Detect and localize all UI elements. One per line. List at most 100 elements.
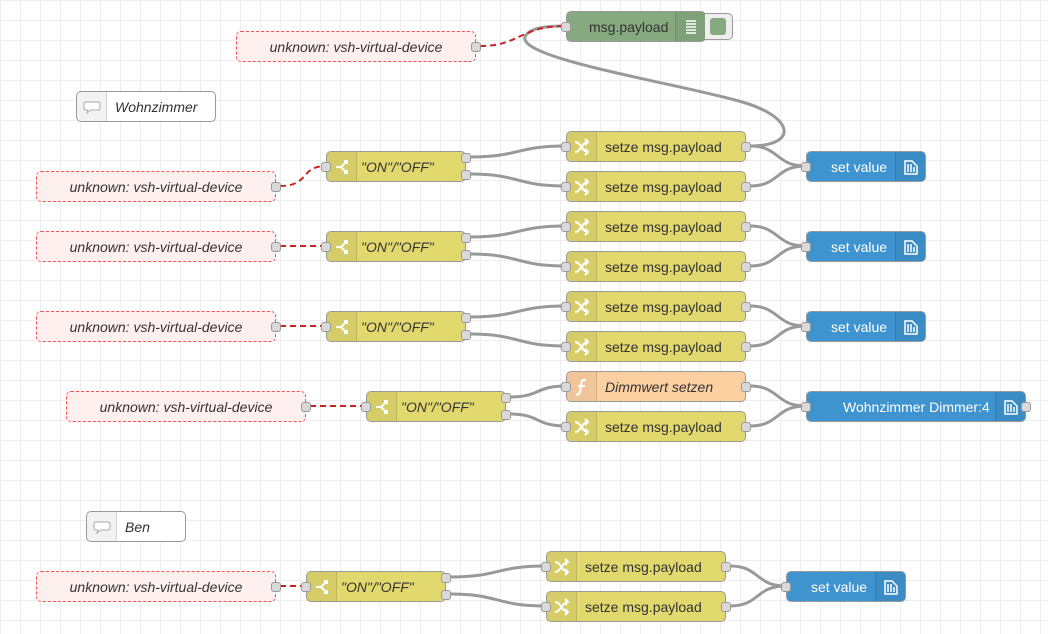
wire: [509, 412, 567, 428]
output-port[interactable]: [1021, 402, 1031, 412]
change-node[interactable]: setze msg.payload: [541, 551, 731, 582]
output-port[interactable]: [741, 422, 751, 432]
shuffle-icon: [567, 332, 597, 361]
output-port[interactable]: [741, 342, 751, 352]
switch-icon: [367, 392, 397, 421]
input-port[interactable]: [801, 242, 811, 252]
input-port[interactable]: [561, 142, 571, 152]
input-port[interactable]: [801, 402, 811, 412]
output-port[interactable]: [741, 262, 751, 272]
comment-label: Ben: [125, 518, 150, 535]
unknown-node[interactable]: unknown: vsh-virtual-device: [36, 571, 281, 602]
switch-node[interactable]: "ON"/"OFF": [321, 231, 471, 262]
output-port[interactable]: [461, 233, 471, 243]
output-port[interactable]: [501, 393, 511, 403]
input-port[interactable]: [801, 322, 811, 332]
change-node-label: setze msg.payload: [605, 258, 722, 275]
output-port[interactable]: [461, 170, 471, 180]
output-port[interactable]: [271, 242, 281, 252]
output-port[interactable]: [461, 250, 471, 260]
output-port[interactable]: [741, 382, 751, 392]
input-port[interactable]: [321, 322, 331, 332]
input-port[interactable]: [561, 22, 571, 32]
output-port[interactable]: [461, 330, 471, 340]
unknown-node-label: unknown: vsh-virtual-device: [269, 38, 443, 55]
input-port[interactable]: [561, 222, 571, 232]
set-value-label: set value: [831, 318, 888, 335]
input-port[interactable]: [561, 262, 571, 272]
input-port[interactable]: [541, 602, 551, 612]
switch-node[interactable]: "ON"/"OFF": [321, 311, 471, 342]
input-port[interactable]: [561, 382, 571, 392]
wire: [729, 584, 787, 608]
list-icon: [675, 12, 705, 41]
output-port[interactable]: [741, 222, 751, 232]
input-port[interactable]: [541, 562, 551, 572]
output-port[interactable]: [741, 142, 751, 152]
input-port[interactable]: [321, 162, 331, 172]
building-icon: [875, 572, 905, 601]
input-port[interactable]: [561, 342, 571, 352]
switch-node[interactable]: "ON"/"OFF": [321, 151, 471, 182]
change-node[interactable]: setze msg.payload: [561, 211, 751, 242]
function-node[interactable]: Dimmwert setzen: [561, 371, 751, 402]
input-port[interactable]: [361, 402, 371, 412]
output-port[interactable]: [461, 313, 471, 323]
unknown-node[interactable]: unknown: vsh-virtual-device: [36, 231, 281, 262]
change-node[interactable]: setze msg.payload: [561, 251, 751, 282]
comment-wohnzimmer[interactable]: Wohnzimmer: [76, 91, 216, 122]
shuffle-icon: [567, 292, 597, 321]
input-port[interactable]: [561, 302, 571, 312]
switch-icon: [327, 152, 357, 181]
output-port[interactable]: [271, 182, 281, 192]
unknown-node[interactable]: unknown: vsh-virtual-device: [36, 311, 281, 342]
comment-icon: [77, 92, 107, 121]
output-port[interactable]: [501, 410, 511, 420]
change-node[interactable]: setze msg.payload: [561, 291, 751, 322]
output-port[interactable]: [271, 322, 281, 332]
output-port[interactable]: [441, 573, 451, 583]
change-node[interactable]: setze msg.payload: [561, 331, 751, 362]
shuffle-icon: [567, 132, 597, 161]
output-port[interactable]: [721, 562, 731, 572]
output-port[interactable]: [741, 302, 751, 312]
wire: [469, 172, 567, 188]
dimmer-node[interactable]: Wohnzimmer Dimmer:4: [801, 391, 1031, 422]
change-node[interactable]: setze msg.payload: [561, 131, 751, 162]
set-value-node[interactable]: set value: [801, 151, 926, 182]
wire: [749, 224, 807, 248]
shuffle-icon: [547, 552, 577, 581]
input-port[interactable]: [301, 582, 311, 592]
input-port[interactable]: [561, 422, 571, 432]
comment-ben[interactable]: Ben: [86, 511, 186, 542]
change-node[interactable]: setze msg.payload: [561, 411, 751, 442]
set-value-node[interactable]: set value: [801, 311, 926, 342]
switch-node-label: "ON"/"OFF": [341, 578, 414, 595]
output-port[interactable]: [301, 402, 311, 412]
unknown-node[interactable]: unknown: vsh-virtual-device: [36, 171, 281, 202]
set-value-node[interactable]: set value: [801, 231, 926, 262]
input-port[interactable]: [321, 242, 331, 252]
change-node[interactable]: setze msg.payload: [541, 591, 731, 622]
input-port[interactable]: [781, 582, 791, 592]
unknown-node[interactable]: unknown: vsh-virtual-device: [236, 31, 481, 62]
change-node[interactable]: setze msg.payload: [561, 171, 751, 202]
input-port[interactable]: [801, 162, 811, 172]
wire: [523, 24, 786, 148]
set-value-node[interactable]: set value: [781, 571, 906, 602]
unknown-node[interactable]: unknown: vsh-virtual-device: [66, 391, 311, 422]
switch-node[interactable]: "ON"/"OFF": [361, 391, 511, 422]
debug-toggle-button[interactable]: [705, 13, 733, 40]
switch-node[interactable]: "ON"/"OFF": [301, 571, 451, 602]
output-port[interactable]: [441, 590, 451, 600]
output-port[interactable]: [471, 42, 481, 52]
output-port[interactable]: [271, 582, 281, 592]
output-port[interactable]: [741, 182, 751, 192]
input-port[interactable]: [561, 182, 571, 192]
output-port[interactable]: [461, 153, 471, 163]
wire: [749, 244, 807, 268]
set-value-label: set value: [811, 578, 868, 595]
debug-node[interactable]: msg.payload: [561, 11, 706, 42]
output-port[interactable]: [721, 602, 731, 612]
